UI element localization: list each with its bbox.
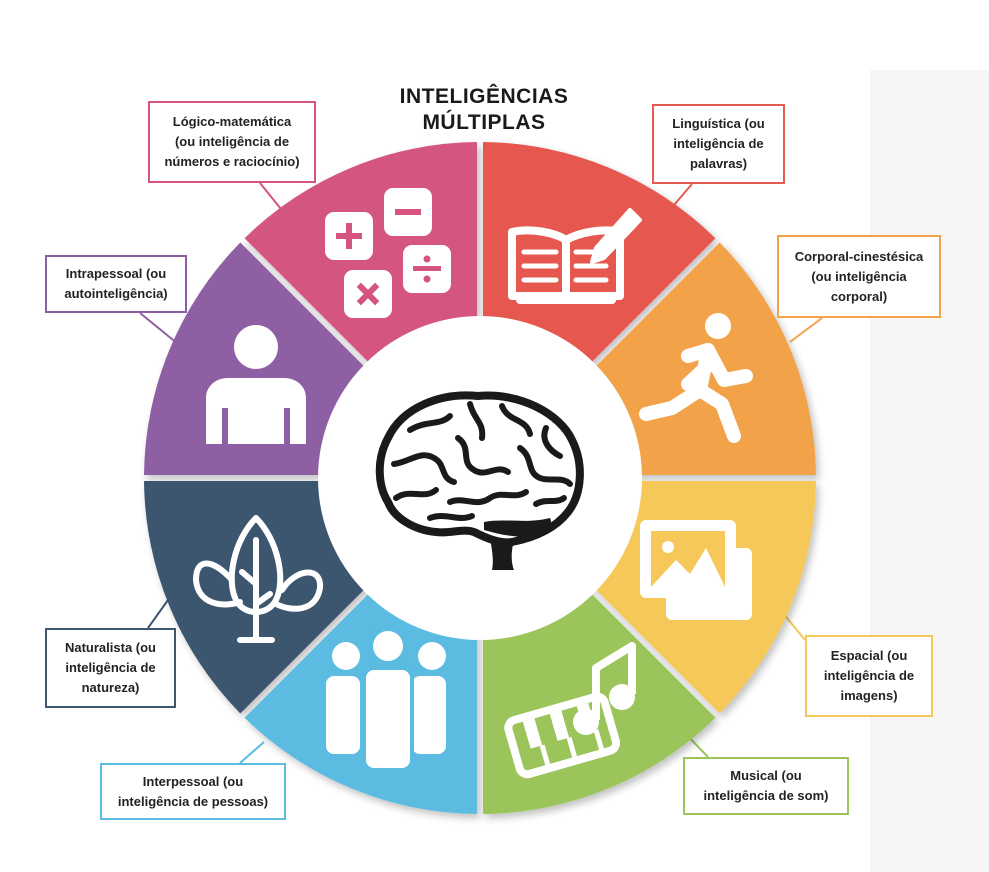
running-person-icon [639, 313, 753, 443]
label-line: Interpessoal (ou [142, 773, 244, 789]
label-line: inteligência de [823, 668, 915, 683]
label-line: Espacial (ou [830, 648, 908, 663]
label-logico-matematica: Lógico-matemática (ou inteligência de nú… [148, 101, 316, 183]
label-line: (ou inteligência [811, 268, 907, 284]
segment-interpessoal [244, 587, 478, 814]
label-line: palavras) [689, 156, 748, 171]
piano-music-note-icon [504, 642, 636, 779]
connector-corporal [789, 317, 823, 343]
label-line: Corporal-cinestésica [794, 248, 924, 264]
label-line: inteligência de [65, 660, 156, 675]
title-line-1: INTELIGÊNCIAS [399, 85, 569, 108]
connector-naturalista [147, 599, 169, 629]
calculator-operations-icon [325, 188, 451, 318]
label-line: Linguística (ou [672, 116, 765, 131]
picture-frames-icon [640, 520, 752, 620]
diagram-title: INTELIGÊNCIAS MÚLTIPLAS [375, 84, 593, 136]
label-linguistica: Linguística (ou inteligência de palavras… [652, 104, 785, 184]
title-line-2: MÚLTIPLAS [422, 111, 546, 134]
label-line: natureza) [81, 680, 140, 695]
brain-icon [375, 391, 584, 570]
book-pencil-icon [508, 208, 642, 304]
label-line: inteligência de som) [703, 788, 829, 803]
label-line: Intrapessoal (ou [65, 266, 167, 281]
label-musical: Musical (ou inteligência de som) [683, 757, 849, 815]
connector-intrapessoal [139, 312, 179, 345]
label-line: Naturalista (ou [64, 640, 156, 655]
label-line: corporal) [830, 288, 888, 304]
connector-interpessoal [239, 741, 265, 764]
label-line: inteligência de [673, 136, 764, 151]
label-naturalista: Naturalista (ou inteligência de natureza… [45, 628, 176, 708]
label-corporal-cinestesica: Corporal-cinestésica (ou inteligência co… [777, 235, 941, 318]
label-line: Lógico-matemática [172, 114, 292, 129]
label-line: números e raciocínio) [164, 154, 300, 169]
label-line: (ou inteligência de [174, 134, 290, 149]
label-line: inteligência de pessoas) [117, 793, 269, 809]
label-intrapessoal: Intrapessoal (ou autointeligência) [45, 255, 187, 313]
label-line: imagens) [840, 688, 898, 703]
person-icon [206, 325, 306, 444]
label-espacial: Espacial (ou inteligência de imagens) [805, 635, 933, 717]
label-line: autointeligência) [64, 286, 168, 301]
label-line: Musical (ou [730, 768, 802, 783]
tree-icon [193, 515, 324, 643]
group-people-icon [326, 627, 446, 772]
label-interpessoal: Interpessoal (ou inteligência de pessoas… [100, 763, 286, 820]
